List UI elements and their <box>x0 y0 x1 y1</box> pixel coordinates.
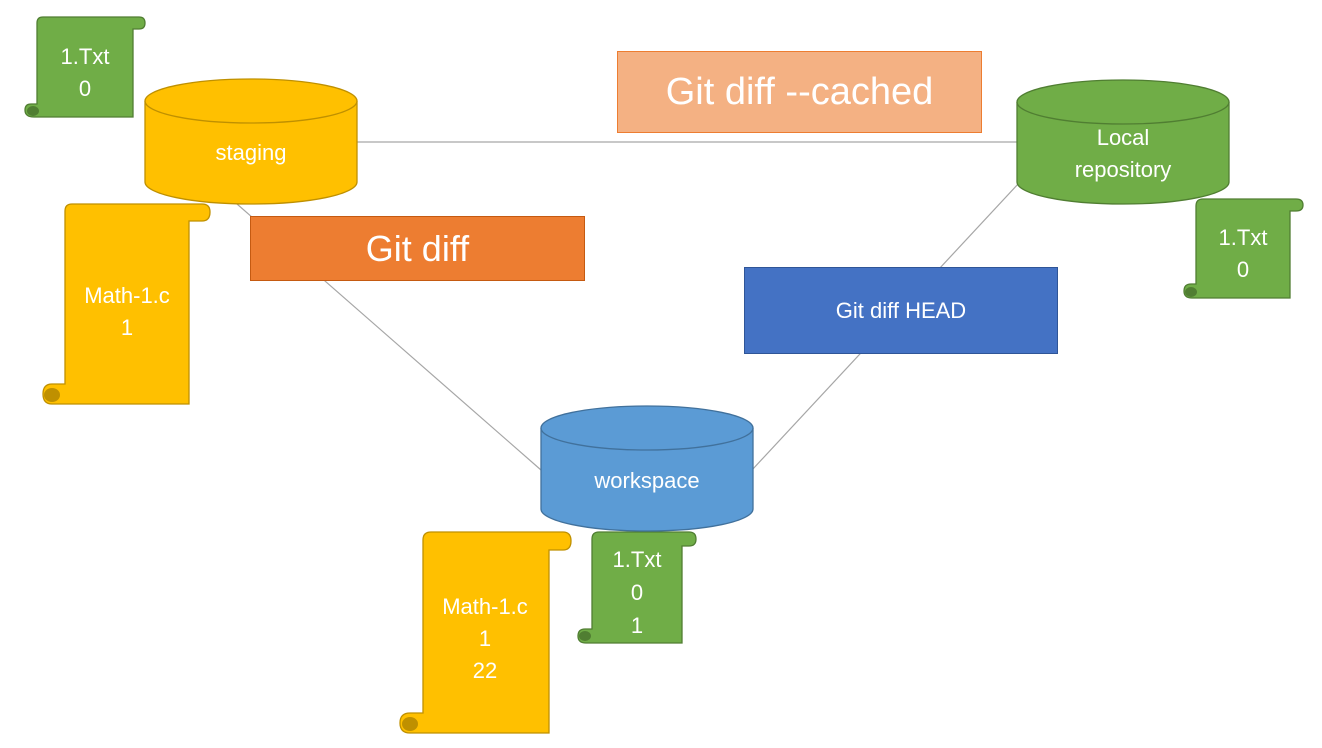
scroll-line: 1 <box>631 613 643 638</box>
box-label: Git diff <box>365 227 470 269</box>
scroll-line: 22 <box>473 658 497 683</box>
box-label: Git diff HEAD <box>835 297 967 323</box>
cylinder-label: Local <box>1097 125 1150 150</box>
git-diff-head-box: Git diff HEAD <box>744 267 1058 354</box>
git-diff-box: Git diff <box>250 216 585 281</box>
cylinder-staging: staging <box>144 78 358 205</box>
scroll-line: 0 <box>631 580 643 605</box>
cylinder-label: repository <box>1075 157 1172 182</box>
scroll-line: 0 <box>1237 257 1249 282</box>
scroll-staging-math: Math-1.c 1 <box>42 203 211 405</box>
scroll-line: 1 <box>121 315 133 340</box>
scroll-line: 1.Txt <box>613 547 662 572</box>
scroll-repository-txt: 1.Txt 0 <box>1183 198 1304 299</box>
cylinder-label: staging <box>216 140 287 165</box>
box-label: Git diff --cached <box>665 70 934 113</box>
scroll-line: Math-1.c <box>84 283 170 308</box>
scroll-line: 1.Txt <box>1219 225 1268 250</box>
scroll-workspace-math: Math-1.c 1 22 <box>399 531 572 734</box>
git-diff-cached-box: Git diff --cached <box>617 51 982 133</box>
cylinder-local-repository: Local repository <box>1016 79 1230 205</box>
scroll-line: 1 <box>479 626 491 651</box>
scroll-line: 0 <box>79 76 91 101</box>
cylinder-label: workspace <box>593 468 699 493</box>
scroll-staging-txt: 1.Txt 0 <box>24 16 146 118</box>
cylinder-workspace: workspace <box>540 405 754 532</box>
scroll-line: Math-1.c <box>442 594 528 619</box>
scroll-workspace-txt: 1.Txt 0 1 <box>577 531 697 644</box>
scroll-line: 1.Txt <box>61 44 110 69</box>
